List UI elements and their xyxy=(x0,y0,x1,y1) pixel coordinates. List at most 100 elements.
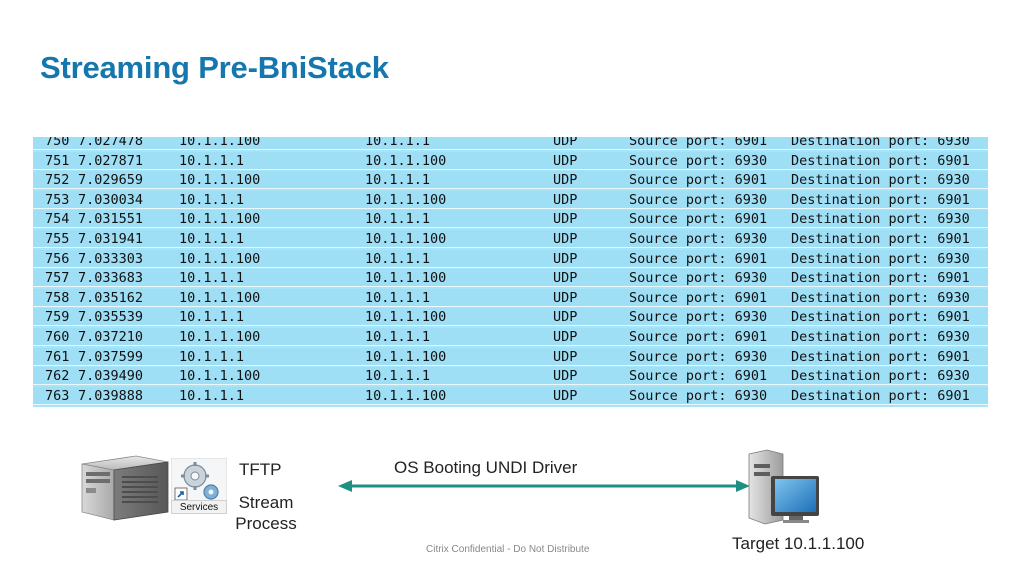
packet-time: 7.027478 xyxy=(78,137,144,149)
packet-no: 759 xyxy=(45,309,70,326)
packet-info2: Destination port: 6930 xyxy=(791,137,970,149)
stream-process-label: Stream Process xyxy=(235,493,297,533)
packet-info2: Destination port: 6901 xyxy=(791,309,970,326)
packet-time: 7.035539 xyxy=(78,309,144,326)
packet-proto: UDP xyxy=(553,348,578,365)
packet-dst: 10.1.1.1 xyxy=(365,137,431,149)
packet-info1: Source port: 6930 xyxy=(629,387,768,404)
packet-src: 10.1.1.1 xyxy=(179,348,245,365)
packet-time: 7.037599 xyxy=(78,348,144,365)
packet-proto: UDP xyxy=(553,309,578,326)
packet-no: 753 xyxy=(45,191,70,208)
confidential-footer: Citrix Confidential - Do Not Distribute xyxy=(426,544,590,555)
packet-dst: 10.1.1.100 xyxy=(365,152,447,169)
packet-no: 752 xyxy=(45,172,70,189)
packet-time: 7.033303 xyxy=(78,250,144,267)
packet-dst: 10.1.1.100 xyxy=(365,270,447,287)
packet-row[interactable]: 761 7.037599 10.1.1.1 10.1.1.100 UDP Source p… xyxy=(33,347,988,366)
packet-info1: Source port: 6930 xyxy=(629,348,768,365)
packet-src: 10.1.1.1 xyxy=(179,231,245,247)
packet-no: 756 xyxy=(45,250,70,267)
packet-src: 10.1.1.100 xyxy=(179,172,261,189)
packet-proto: UDP xyxy=(553,191,578,208)
packet-proto: UDP xyxy=(553,387,578,404)
packet-dst: 10.1.1.100 xyxy=(365,387,447,404)
packet-info1: Source port: 6901 xyxy=(629,250,768,267)
packet-proto: UDP xyxy=(553,211,578,228)
tftp-label: TFTP xyxy=(239,460,282,479)
packet-src: 10.1.1.100 xyxy=(179,368,261,385)
packet-dst: 10.1.1.100 xyxy=(365,348,447,365)
packet-time: 7.037210 xyxy=(78,329,144,345)
packet-info1: Source port: 6901 xyxy=(629,137,768,149)
packet-info2: Destination port: 6930 xyxy=(791,211,970,228)
packet-proto: UDP xyxy=(553,270,578,287)
packet-info1: Source port: 6930 xyxy=(629,231,768,247)
packet-no: 761 xyxy=(45,348,70,365)
packet-time: 7.031551 xyxy=(78,211,144,228)
packet-proto: UDP xyxy=(553,231,578,247)
packet-no: 760 xyxy=(45,329,70,345)
packet-info2: Destination port: 6901 xyxy=(791,348,970,365)
packet-no: 750 xyxy=(45,137,70,149)
packet-no: 763 xyxy=(45,387,70,404)
packet-dst: 10.1.1.1 xyxy=(365,172,431,189)
packet-info2: Destination port: 6901 xyxy=(791,191,970,208)
packet-info2: Destination port: 6930 xyxy=(791,289,970,306)
packet-src: 10.1.1.100 xyxy=(179,137,261,149)
packet-info2: Destination port: 6901 xyxy=(791,387,970,404)
packet-dst: 10.1.1.100 xyxy=(365,231,447,247)
server-tower-icon xyxy=(81,455,169,521)
packet-dst: 10.1.1.1 xyxy=(365,329,431,345)
packet-proto: UDP xyxy=(553,329,578,345)
packet-src: 10.1.1.100 xyxy=(179,250,261,267)
packet-proto: UDP xyxy=(553,289,578,306)
packet-proto: UDP xyxy=(553,137,578,149)
packet-no: 757 xyxy=(45,270,70,287)
packet-row[interactable]: 750 7.027478 10.1.1.100 10.1.1.1 UDP Source p… xyxy=(33,137,988,150)
packet-info1: Source port: 6901 xyxy=(629,329,768,345)
packet-no: 755 xyxy=(45,231,70,247)
packet-info1: Source port: 6930 xyxy=(629,191,768,208)
packet-dst: 10.1.1.1 xyxy=(365,368,431,385)
packet-info2: Destination port: 6930 xyxy=(791,172,970,189)
packet-info1: Source port: 6901 xyxy=(629,368,768,385)
packet-row[interactable]: 763 7.039888 10.1.1.1 10.1.1.100 UDP Source p… xyxy=(33,386,988,405)
packet-proto: UDP xyxy=(553,152,578,169)
packet-no: 762 xyxy=(45,368,70,385)
packet-src: 10.1.1.1 xyxy=(179,152,245,169)
packet-dst: 10.1.1.1 xyxy=(365,250,431,267)
packet-info2: Destination port: 6901 xyxy=(791,152,970,169)
link-label: OS Booting UNDI Driver xyxy=(394,458,578,477)
packet-time: 7.027871 xyxy=(78,152,144,169)
packet-src: 10.1.1.1 xyxy=(179,191,245,208)
packet-time: 7.039888 xyxy=(78,387,144,404)
bidirectional-arrow-icon xyxy=(338,480,750,492)
packet-info1: Source port: 6901 xyxy=(629,172,768,189)
packet-src: 10.1.1.100 xyxy=(179,289,261,306)
packet-info1: Source port: 6930 xyxy=(629,309,768,326)
services-icon-label: Services xyxy=(171,500,227,514)
computer-tower-monitor-icon xyxy=(748,449,819,525)
packet-info2: Destination port: 6901 xyxy=(791,231,970,247)
packet-src: 10.1.1.1 xyxy=(179,387,245,404)
packet-info2: Destination port: 6930 xyxy=(791,329,970,345)
packet-info1: Source port: 6930 xyxy=(629,152,768,169)
packet-src: 10.1.1.1 xyxy=(179,309,245,326)
packet-info1: Source port: 6901 xyxy=(629,211,768,228)
packet-info2: Destination port: 6930 xyxy=(791,368,970,385)
packet-time: 7.033683 xyxy=(78,270,144,287)
slide-title: Streaming Pre-BniStack xyxy=(40,50,389,85)
